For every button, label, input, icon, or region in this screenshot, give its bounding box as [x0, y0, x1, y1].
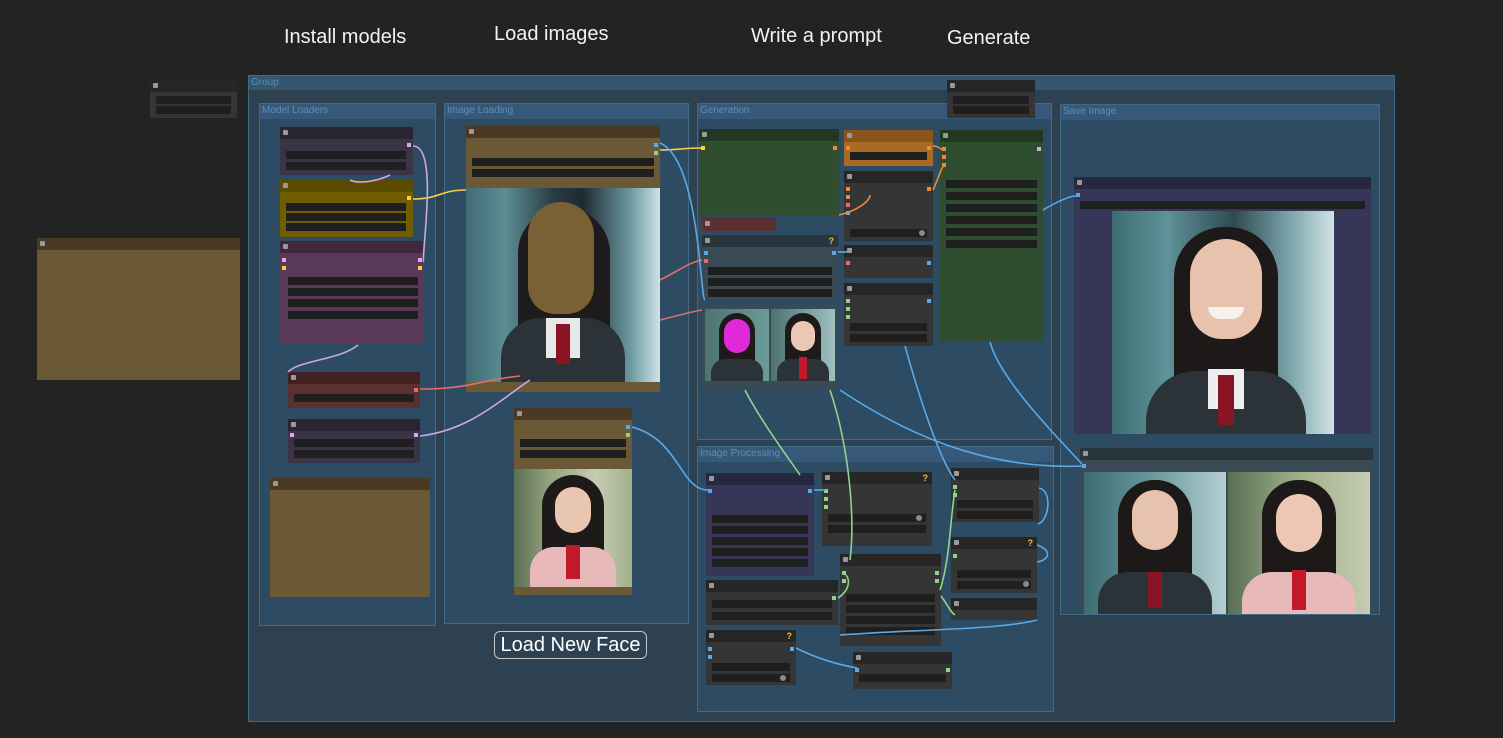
warning-icon: ?: [828, 236, 835, 246]
step-title-generate: Generate: [947, 27, 1031, 49]
node-load-image-2[interactable]: [514, 408, 632, 595]
node-processing-5[interactable]: [951, 598, 1037, 620]
step-title-write-prompt: Write a prompt: [751, 25, 882, 47]
subgroup-label-image-loading: Image Loading: [447, 105, 514, 116]
node-load-image-1[interactable]: [466, 126, 660, 392]
node-processing-8[interactable]: ?: [706, 630, 796, 685]
subgroup-label-generation: Generation: [700, 105, 750, 116]
subgroup-label-model-loaders: Model Loaders: [262, 105, 329, 116]
warning-icon: ?: [922, 473, 929, 483]
step-title-load-images: Load images: [494, 23, 609, 45]
subgroup-label-save-image: Save Image: [1063, 106, 1117, 117]
node-preview-pair[interactable]: [702, 305, 838, 390]
node-prompt-small[interactable]: [702, 217, 776, 231]
node-note-left[interactable]: [37, 238, 240, 380]
photo-compare-right: [1228, 472, 1370, 614]
node-latent[interactable]: [844, 245, 933, 278]
warning-icon: ?: [1027, 538, 1034, 548]
node-ksampler[interactable]: [940, 130, 1043, 342]
node-processing-7[interactable]: [840, 554, 941, 646]
node-face-analysis[interactable]: ?: [702, 235, 838, 300]
node-processing-2[interactable]: ?: [822, 472, 932, 546]
photo-preview-result: [771, 309, 835, 381]
photo-generated: [1112, 211, 1334, 434]
subgroup-label-image-processing: Image Processing: [700, 448, 781, 459]
photo-new-face: [514, 469, 632, 587]
node-orange[interactable]: [844, 130, 933, 166]
photo-masked-face: [466, 188, 660, 382]
node-conditioning[interactable]: [844, 171, 933, 241]
node-processing-4[interactable]: ?: [951, 537, 1037, 593]
warning-icon: ?: [786, 631, 793, 641]
load-new-face-button[interactable]: Load New Face: [494, 631, 647, 659]
node-floating-small[interactable]: [150, 80, 237, 118]
node-save-image[interactable]: [1074, 177, 1371, 434]
node-loader-4[interactable]: [288, 372, 420, 408]
node-loader-5[interactable]: [288, 419, 420, 463]
node-loader-1[interactable]: [280, 127, 413, 175]
node-generate-top[interactable]: [947, 80, 1035, 118]
step-title-install-models: Install models: [284, 26, 407, 48]
group-label: Group: [251, 77, 279, 88]
node-preview-compare[interactable]: [1080, 448, 1373, 614]
node-processing-blue[interactable]: [706, 473, 814, 576]
photo-compare-left: [1084, 472, 1226, 614]
node-note-loaders[interactable]: [270, 478, 430, 597]
node-processing-3[interactable]: [951, 468, 1039, 522]
node-processing-9[interactable]: [853, 652, 952, 689]
node-sampler-settings[interactable]: [844, 283, 933, 346]
node-loader-2[interactable]: [280, 180, 413, 237]
node-loader-3[interactable]: [280, 241, 424, 344]
node-prompt-positive[interactable]: [699, 129, 839, 215]
photo-preview-mask: [705, 309, 769, 381]
node-processing-6[interactable]: [706, 580, 838, 625]
